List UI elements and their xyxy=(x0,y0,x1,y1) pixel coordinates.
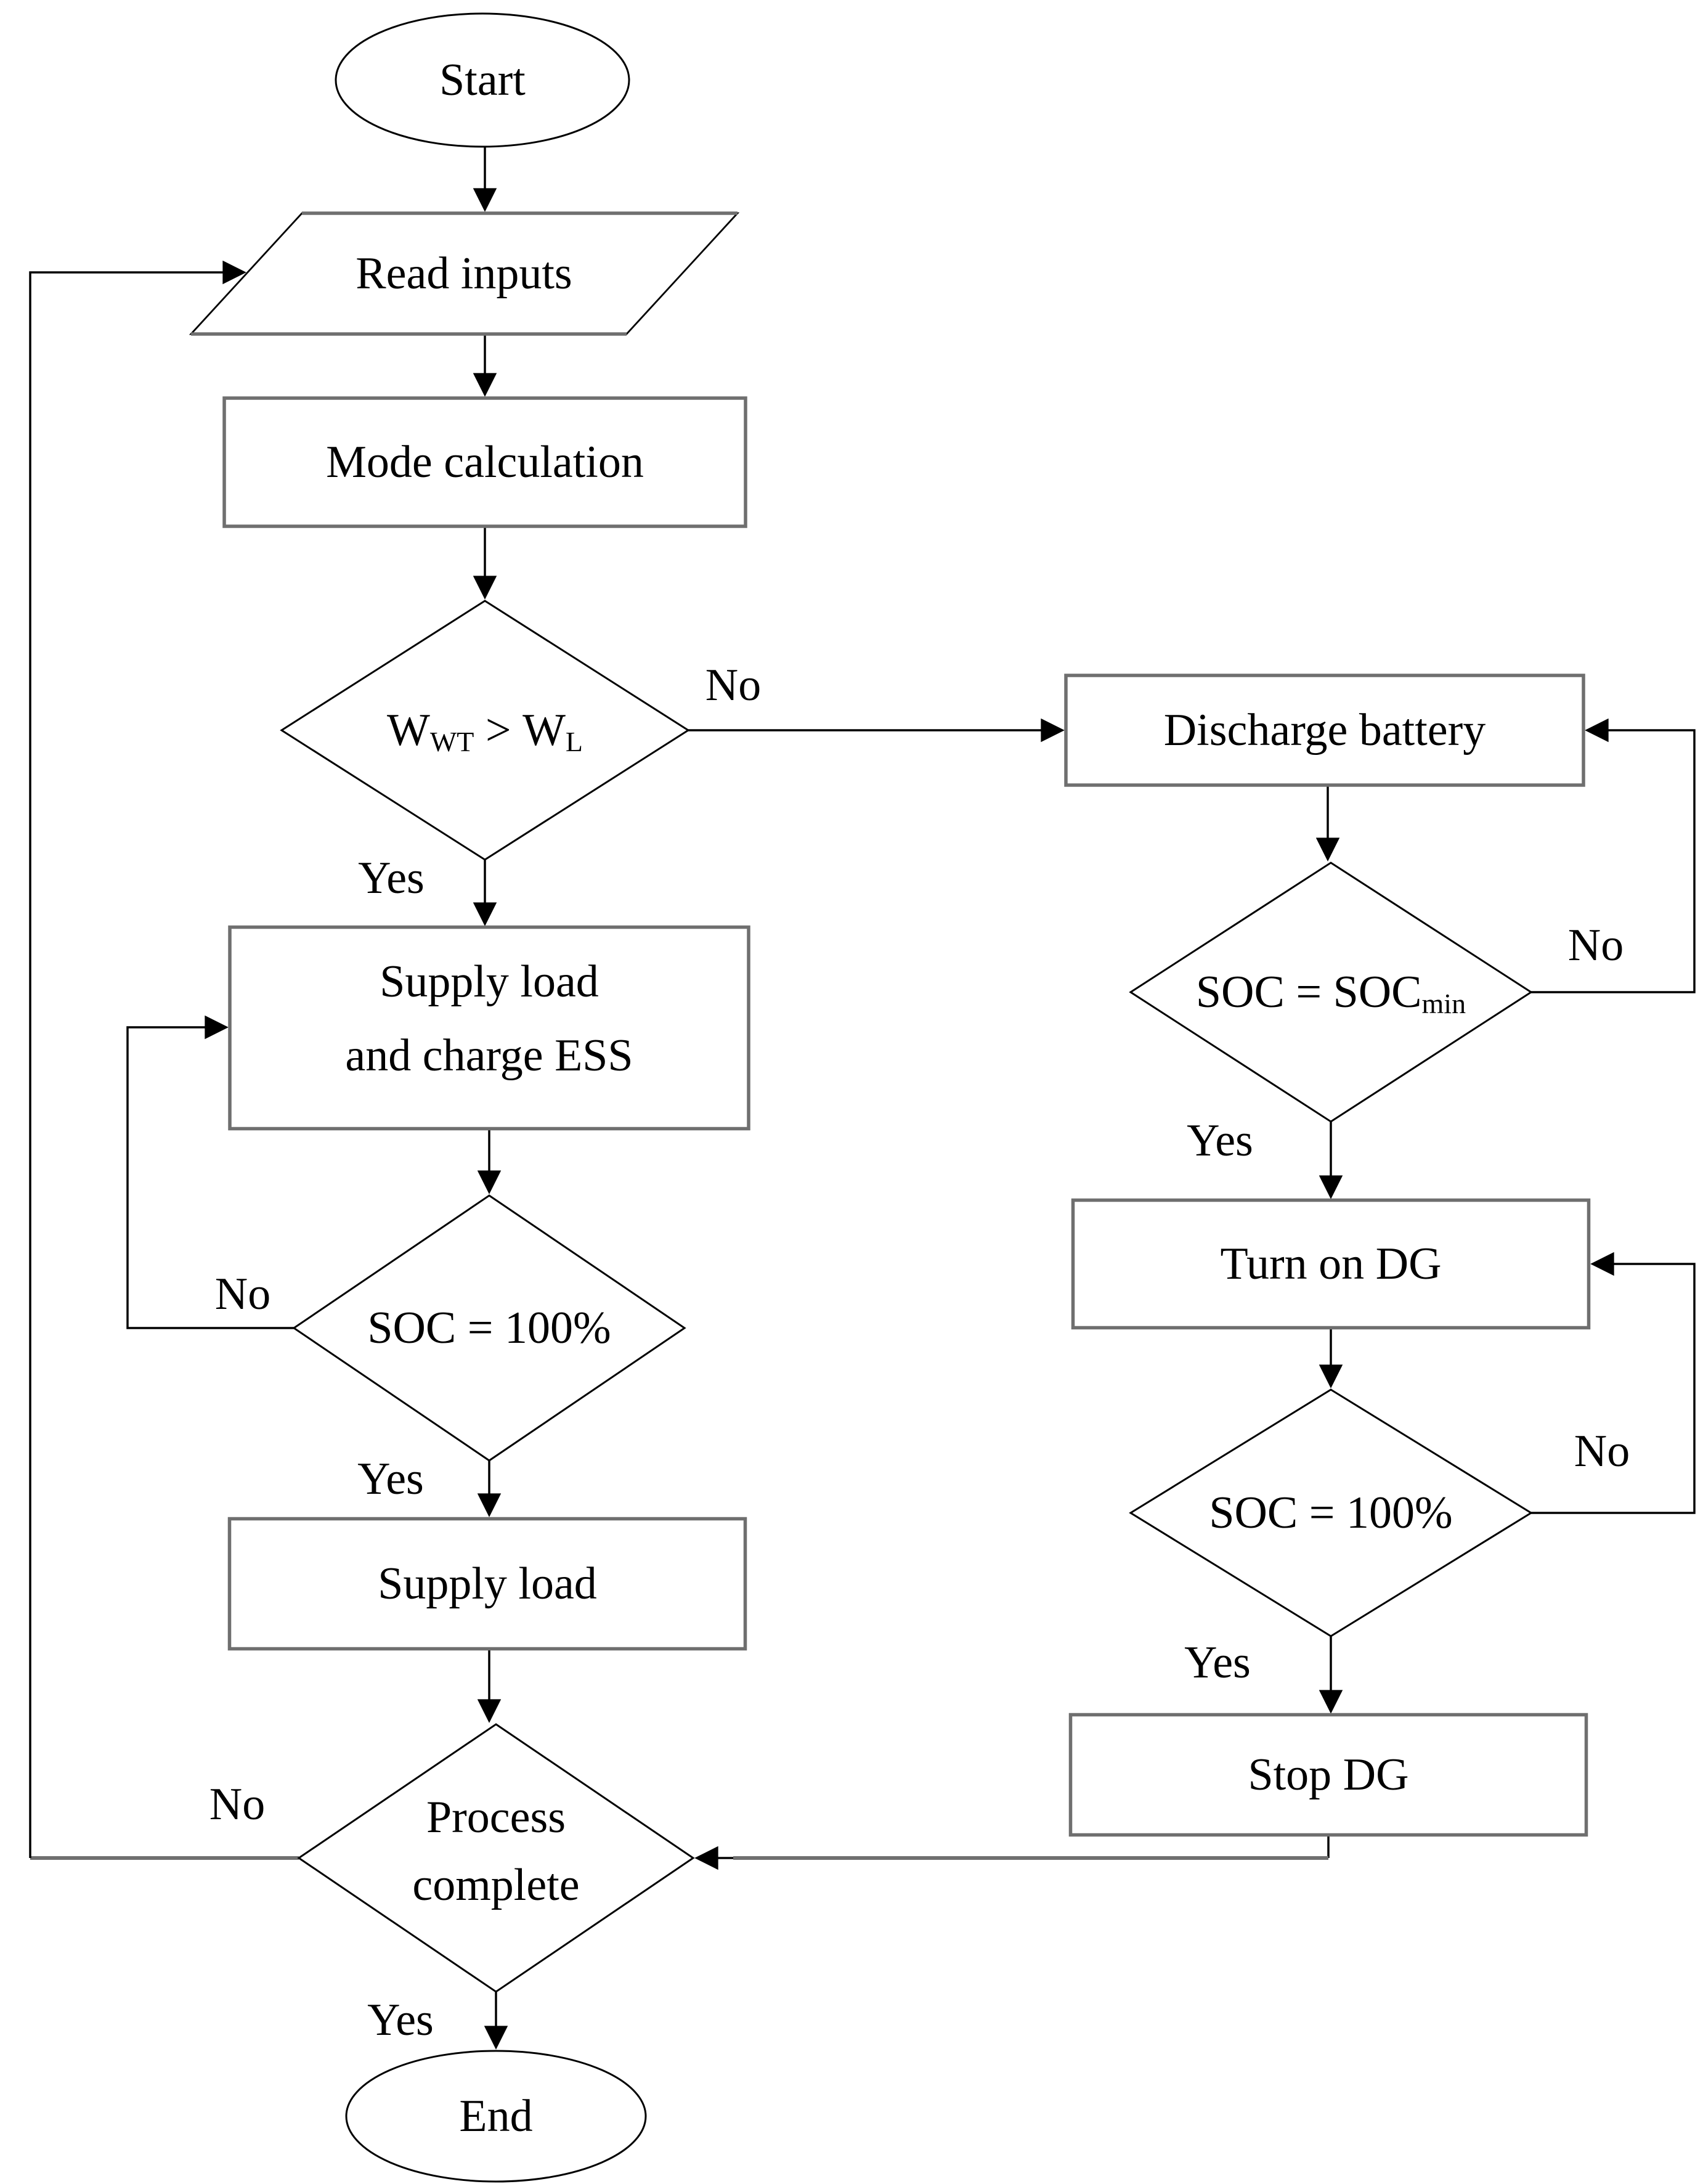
end-terminator: End xyxy=(345,2050,647,2183)
turn-on-dg-process-label: Turn on DG xyxy=(1220,1239,1441,1289)
turn-on-dg-process-shape xyxy=(1071,1198,1591,1330)
label-d5-no: No xyxy=(1574,1426,1630,1477)
label-d1-no: No xyxy=(705,660,761,711)
soc-min-decision-label-seg-1: SOC = SOC xyxy=(1196,967,1422,1017)
soc-100-right-decision-shape xyxy=(1129,1388,1533,1637)
process-complete-decision-label-line-2: complete xyxy=(412,1860,579,1910)
mode-calculation-process: Mode calculation xyxy=(222,396,747,528)
read-inputs-io: Read inputs xyxy=(189,211,740,336)
start-terminator: Start xyxy=(335,12,630,148)
discharge-battery-process: Discharge battery xyxy=(1064,674,1585,787)
label-d4-yes: Yes xyxy=(1187,1115,1253,1166)
wind-vs-load-decision-label-seg-2: WT xyxy=(430,726,474,757)
mode-calculation-process-shape xyxy=(222,396,747,528)
discharge-battery-process-shape xyxy=(1064,674,1585,787)
supply-load-process-label: Supply load xyxy=(378,1559,597,1609)
wind-vs-load-decision-label-seg-1: W xyxy=(387,705,430,756)
label-d5-yes: Yes xyxy=(1184,1637,1251,1688)
process-complete-decision-shape xyxy=(297,1723,695,1993)
supply-load-charge-ess-process-label-line-1: Supply load xyxy=(380,956,599,1007)
soc-100-right-decision-label: SOC = 100% xyxy=(1209,1488,1452,1538)
soc-100-left-decision-shape xyxy=(292,1194,686,1462)
end-terminator-shape xyxy=(345,2050,647,2183)
end-terminator-label: End xyxy=(459,2091,532,2141)
start-terminator-label: Start xyxy=(439,55,526,105)
soc-min-decision-label-seg-2: min xyxy=(1422,988,1466,1019)
stop-dg-process-shape xyxy=(1068,1713,1588,1837)
start-terminator-shape xyxy=(335,12,630,148)
process-complete-decision-label: Process complete xyxy=(412,1792,579,1910)
label-d4-no: No xyxy=(1568,920,1624,971)
wind-vs-load-decision: WWT > WL xyxy=(280,600,690,861)
stop-dg-process-label: Stop DG xyxy=(1248,1750,1408,1800)
wind-vs-load-decision-label: WWT > WL xyxy=(387,705,583,757)
soc-100-right-decision: SOC = 100% xyxy=(1129,1388,1533,1637)
supply-load-charge-ess-process: Supply load and charge ESS xyxy=(228,925,750,1131)
wind-vs-load-decision-label-seg-3: > xyxy=(474,705,522,756)
soc-100-left-decision-label: SOC = 100% xyxy=(367,1303,611,1353)
edge-d2-no-loop xyxy=(126,1015,294,1329)
label-d3-no: No xyxy=(209,1779,265,1830)
wind-vs-load-decision-shape xyxy=(280,600,690,861)
supply-load-process: Supply load xyxy=(227,1517,747,1651)
turn-on-dg-process: Turn on DG xyxy=(1071,1198,1591,1330)
supply-load-charge-ess-process-shape xyxy=(228,925,750,1131)
supply-load-process-shape xyxy=(227,1517,747,1651)
process-complete-decision-label-line-1: Process xyxy=(426,1792,566,1843)
soc-min-decision-shape xyxy=(1129,862,1533,1123)
wind-vs-load-decision-label-seg-4: W xyxy=(522,705,566,756)
label-d1-yes: Yes xyxy=(358,853,425,903)
edge-d4-no-loop xyxy=(1531,718,1696,993)
supply-load-charge-ess-process-label: Supply load and charge ESS xyxy=(345,956,633,1081)
soc-100-left-decision: SOC = 100% xyxy=(292,1194,686,1462)
wind-vs-load-decision-label-seg-5: L xyxy=(566,726,583,757)
mode-calculation-process-label: Mode calculation xyxy=(326,437,644,487)
read-inputs-io-label: Read inputs xyxy=(356,248,572,299)
edge-d3-no-loop xyxy=(29,260,246,1858)
label-d2-no: No xyxy=(215,1269,270,1319)
process-complete-decision: Process complete xyxy=(297,1723,695,1993)
label-d3-yes: Yes xyxy=(367,1995,434,2045)
supply-load-charge-ess-process-label-line-2: and charge ESS xyxy=(345,1030,633,1081)
discharge-battery-process-label: Discharge battery xyxy=(1164,705,1486,756)
soc-min-decision: SOC = SOCmin xyxy=(1129,862,1533,1123)
soc-min-decision-label: SOC = SOCmin xyxy=(1196,967,1466,1019)
edge-d5-no-loop xyxy=(1531,1252,1696,1514)
stop-dg-process: Stop DG xyxy=(1068,1713,1588,1837)
label-d2-yes: Yes xyxy=(357,1454,424,1504)
